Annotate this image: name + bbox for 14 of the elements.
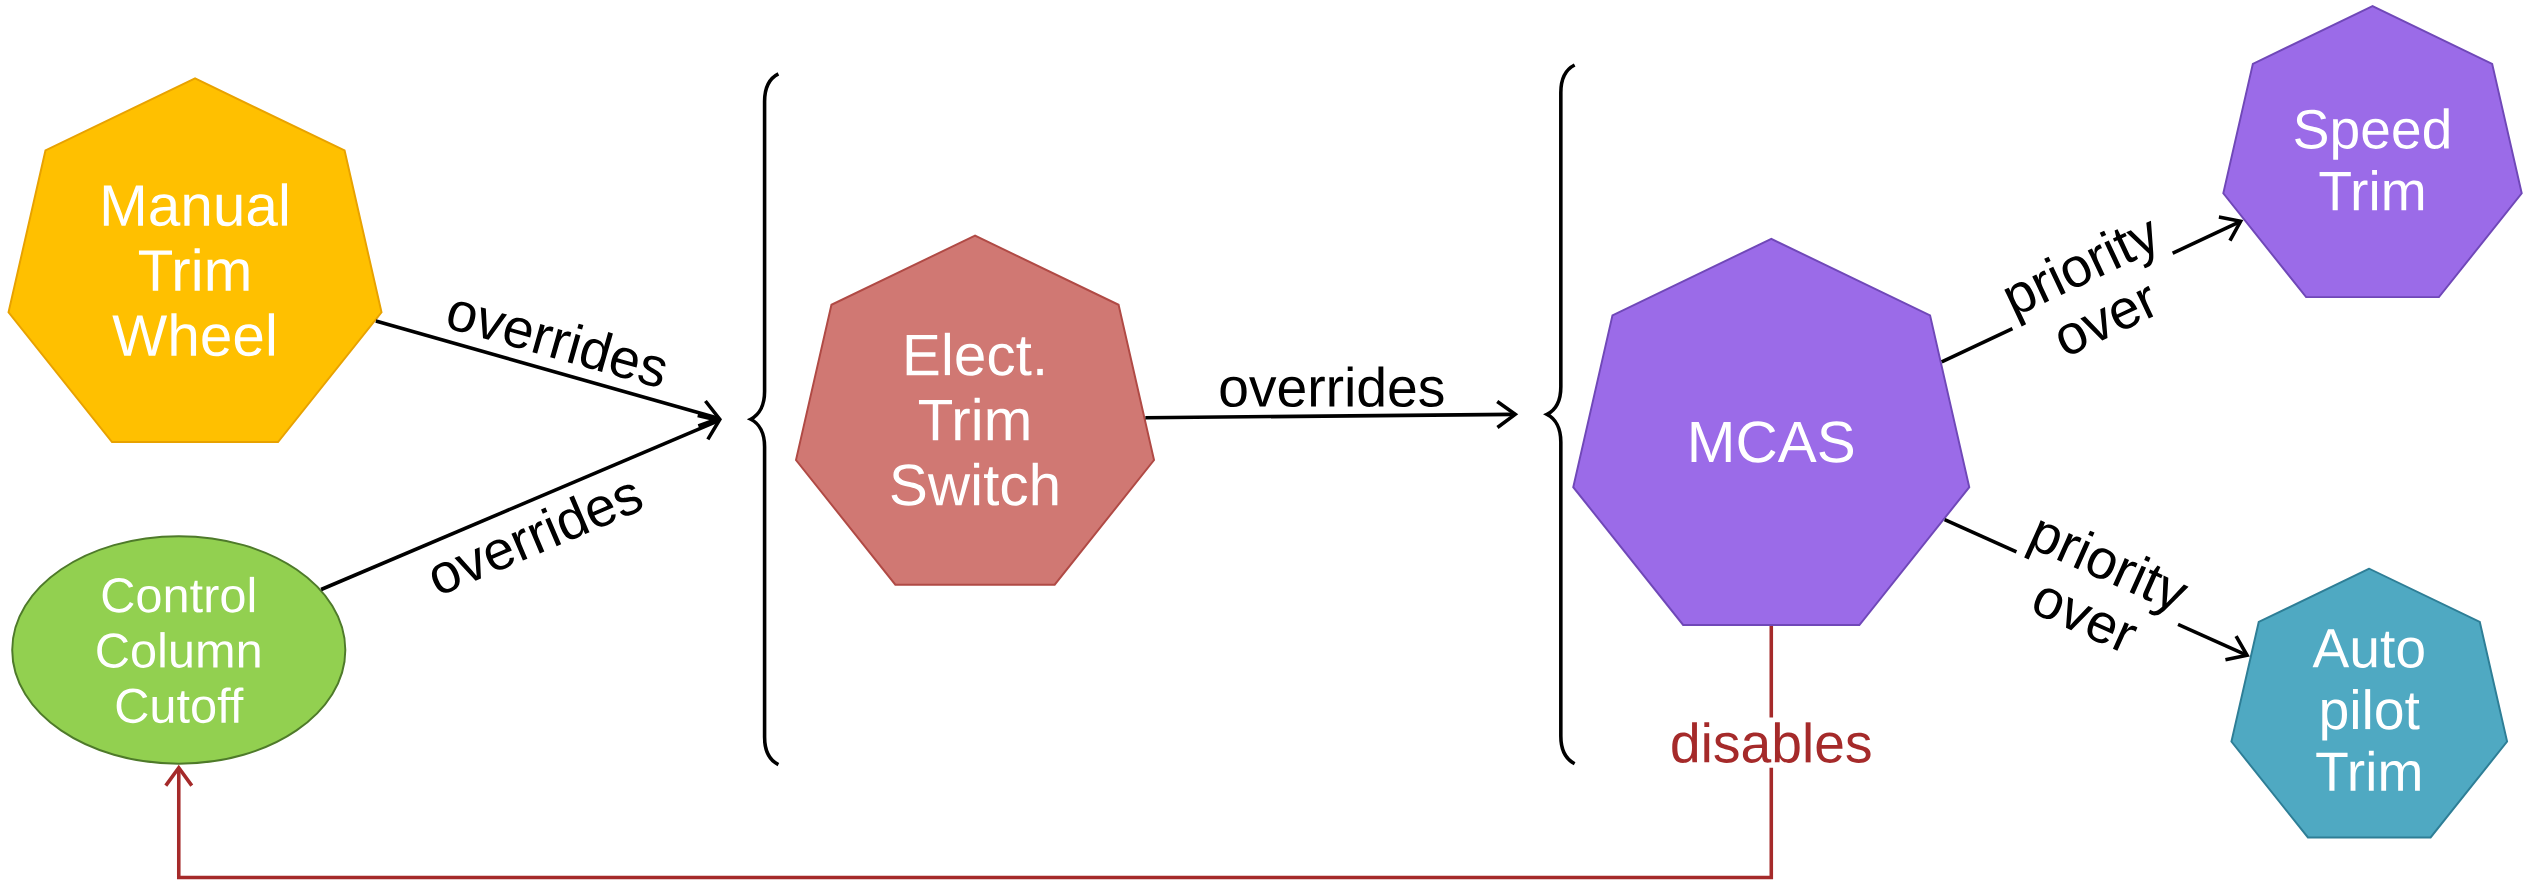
edge-label: overrides	[448, 301, 666, 387]
heptagon-node: Elect. Trim Switch	[794, 234, 1156, 586]
arrow	[375, 319, 722, 428]
curly-brace	[1545, 63, 1576, 765]
arrow	[320, 413, 722, 591]
edge-label: overrides	[1220, 366, 1444, 407]
heptagon-node: Auto pilot Trim	[2230, 567, 2509, 839]
edge-label: disables	[1665, 717, 1878, 768]
heptagon-node: Manual Trim Wheel	[7, 77, 383, 443]
heptagon-node: MCAS	[1572, 237, 1971, 626]
ellipse-node: Control Column Cutoff	[11, 535, 347, 765]
arrow	[1145, 399, 1519, 429]
curly-brace	[749, 72, 780, 766]
arrow	[164, 625, 1774, 880]
